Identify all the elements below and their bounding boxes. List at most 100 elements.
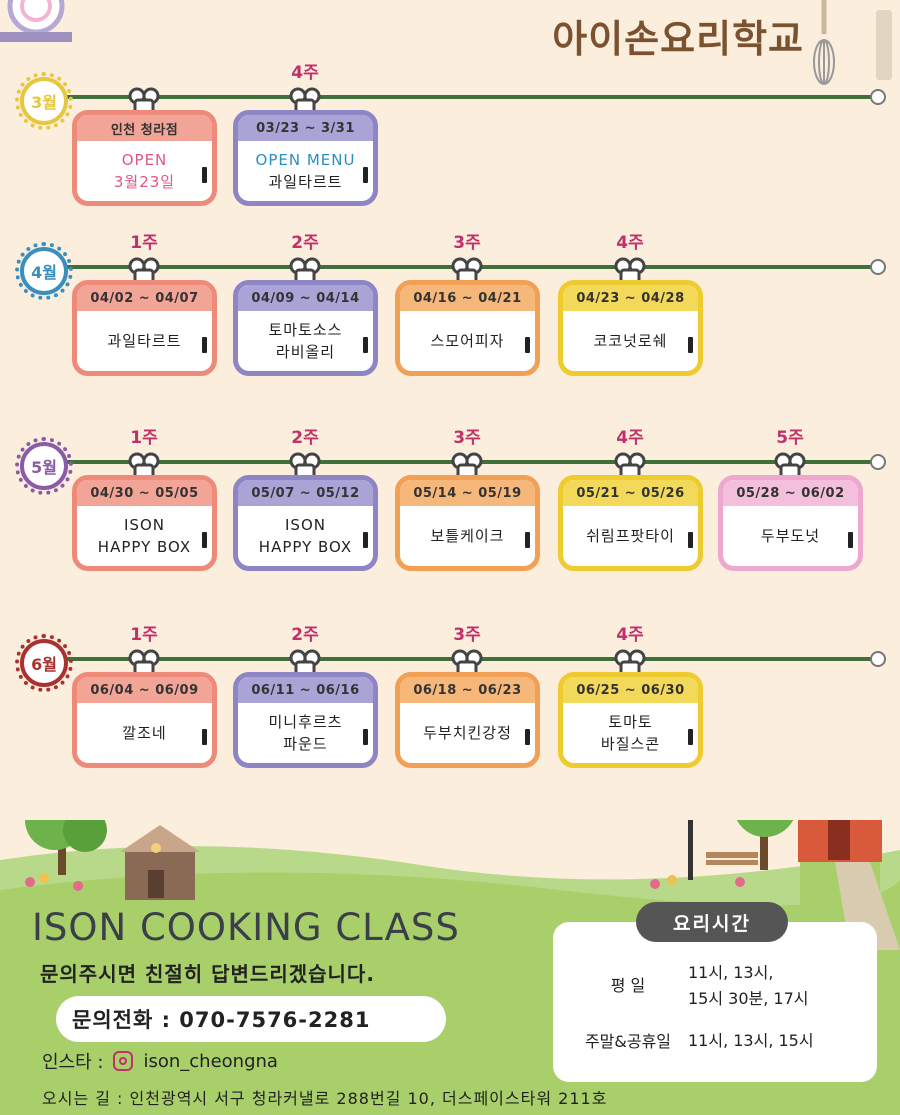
card-menu-line: OPEN <box>121 151 168 169</box>
weekday-label: 평 일 <box>610 976 646 995</box>
clothespin-icon <box>128 87 160 116</box>
weekday-value: 11시, 13시, 15시 30분, 17시 <box>688 960 809 1012</box>
card-menu: OPEN MENU 과일타르트 <box>238 141 373 201</box>
card-menu-line: 쉬림프팟타이 <box>586 527 675 545</box>
rope-line <box>64 95 878 99</box>
phone-label: 문의전화 : 070-7576-2281 <box>72 1008 371 1032</box>
rope-end <box>870 259 886 275</box>
weekend-label: 주말&공휴일 <box>584 1032 672 1051</box>
address-text: 오시는 길 : 인천광역시 서구 청라커낼로 288번길 10, 더스페이스타워… <box>42 1089 608 1108</box>
class-card[interactable]: 05/14 ~ 05/19 보틀케이크 <box>395 475 540 571</box>
card-menu-line: 두부치킨강정 <box>423 724 512 742</box>
class-card[interactable]: 04/16 ~ 04/21 스모어피자 <box>395 280 540 376</box>
week-label: 5주 <box>776 428 804 448</box>
card-menu: ISON HAPPY BOX <box>77 506 212 566</box>
card-menu-line: 미니후르츠 <box>268 713 343 731</box>
inquiry-text: 문의주시면 친절히 답변드리겠습니다. <box>40 962 375 986</box>
clothespin-icon <box>774 452 806 481</box>
class-card[interactable]: 04/02 ~ 04/07 과일타르트 <box>72 280 217 376</box>
card-date: 05/28 ~ 06/02 <box>723 480 858 506</box>
instagram-prefix: 인스타 : <box>42 1052 104 1073</box>
weekday-value-line2: 15시 30분, 17시 <box>688 989 809 1008</box>
card-menu: 과일타르트 <box>77 311 212 371</box>
rope-end <box>870 651 886 667</box>
month-badge: 3월 <box>15 72 73 130</box>
card-date: 06/04 ~ 06/09 <box>77 677 212 703</box>
card-menu-line: 토마토소스 <box>268 321 343 339</box>
card-menu-line: ISON <box>124 516 165 534</box>
week-label: 3주 <box>453 233 481 253</box>
card-menu-line: 바질스콘 <box>600 735 661 753</box>
card-date: 04/09 ~ 04/14 <box>238 285 373 311</box>
hours-weekend: 주말&공휴일 11시, 13시, 15시 <box>568 1028 814 1054</box>
card-menu-line: 코코넛로쉐 <box>593 332 668 350</box>
card-menu-line: 라비올리 <box>275 343 336 361</box>
week-label: 4주 <box>616 625 644 645</box>
card-menu-line: ISON <box>285 516 326 534</box>
card-date: 05/21 ~ 05/26 <box>563 480 698 506</box>
plate-illustration <box>0 0 72 42</box>
hours-title: 요리시간 <box>636 902 788 942</box>
rope-end <box>870 89 886 105</box>
card-menu-line: 파운드 <box>283 735 328 753</box>
class-title: ISON COOKING CLASS <box>32 906 460 949</box>
card-menu-line: OPEN MENU <box>255 151 356 169</box>
week-label: 2주 <box>291 233 319 253</box>
card-menu: 두부치킨강정 <box>400 703 535 763</box>
card-menu-line: 3월23일 <box>113 173 176 191</box>
hours-weekday: 평 일 11시, 13시, 15시 30분, 17시 <box>568 960 809 1012</box>
card-menu-line: 과일타르트 <box>268 173 343 191</box>
month-badge: 4월 <box>15 242 73 300</box>
card-date: 05/14 ~ 05/19 <box>400 480 535 506</box>
instagram-info[interactable]: 인스타 : ison_cheongna <box>42 1048 278 1074</box>
week-label: 1주 <box>130 428 158 448</box>
brand-title: 아이손요리학교 <box>552 17 804 61</box>
card-date: 04/16 ~ 04/21 <box>400 285 535 311</box>
class-card[interactable]: 05/21 ~ 05/26 쉬림프팟타이 <box>558 475 703 571</box>
week-label: 1주 <box>130 625 158 645</box>
week-label: 3주 <box>453 625 481 645</box>
week-label: 4주 <box>616 233 644 253</box>
card-menu-line: HAPPY BOX <box>97 538 192 556</box>
card-date: 04/23 ~ 04/28 <box>563 285 698 311</box>
phone-contact[interactable]: 문의전화 : 070-7576-2281 <box>56 996 446 1042</box>
instagram-handle[interactable]: ison_cheongna <box>143 1050 278 1072</box>
week-label: 1주 <box>130 233 158 253</box>
card-date: 05/07 ~ 05/12 <box>238 480 373 506</box>
card-menu-line: 토마토 <box>608 713 653 731</box>
card-menu-line: 과일타르트 <box>107 332 182 350</box>
card-menu: 두부도넛 <box>723 506 858 566</box>
card-menu: 코코넛로쉐 <box>563 311 698 371</box>
month-badge: 6월 <box>15 634 73 692</box>
card-date: 06/18 ~ 06/23 <box>400 677 535 703</box>
clothespin-icon <box>289 87 321 116</box>
weekday-value-line1: 11시, 13시, <box>688 963 774 982</box>
class-card[interactable]: 06/18 ~ 06/23 두부치킨강정 <box>395 672 540 768</box>
rope-end <box>870 454 886 470</box>
hours-box <box>553 922 877 1082</box>
week-label: 3주 <box>453 428 481 448</box>
card-menu-line: 스모어피자 <box>430 332 505 350</box>
instagram-icon <box>113 1051 134 1071</box>
card-date: 06/11 ~ 06/16 <box>238 677 373 703</box>
week-label: 4주 <box>291 63 319 83</box>
class-card[interactable]: 04/23 ~ 04/28 코코넛로쉐 <box>558 280 703 376</box>
card-date: 04/02 ~ 04/07 <box>77 285 212 311</box>
card-menu-line: 보틀케이크 <box>430 527 505 545</box>
card-menu-line: HAPPY BOX <box>258 538 353 556</box>
